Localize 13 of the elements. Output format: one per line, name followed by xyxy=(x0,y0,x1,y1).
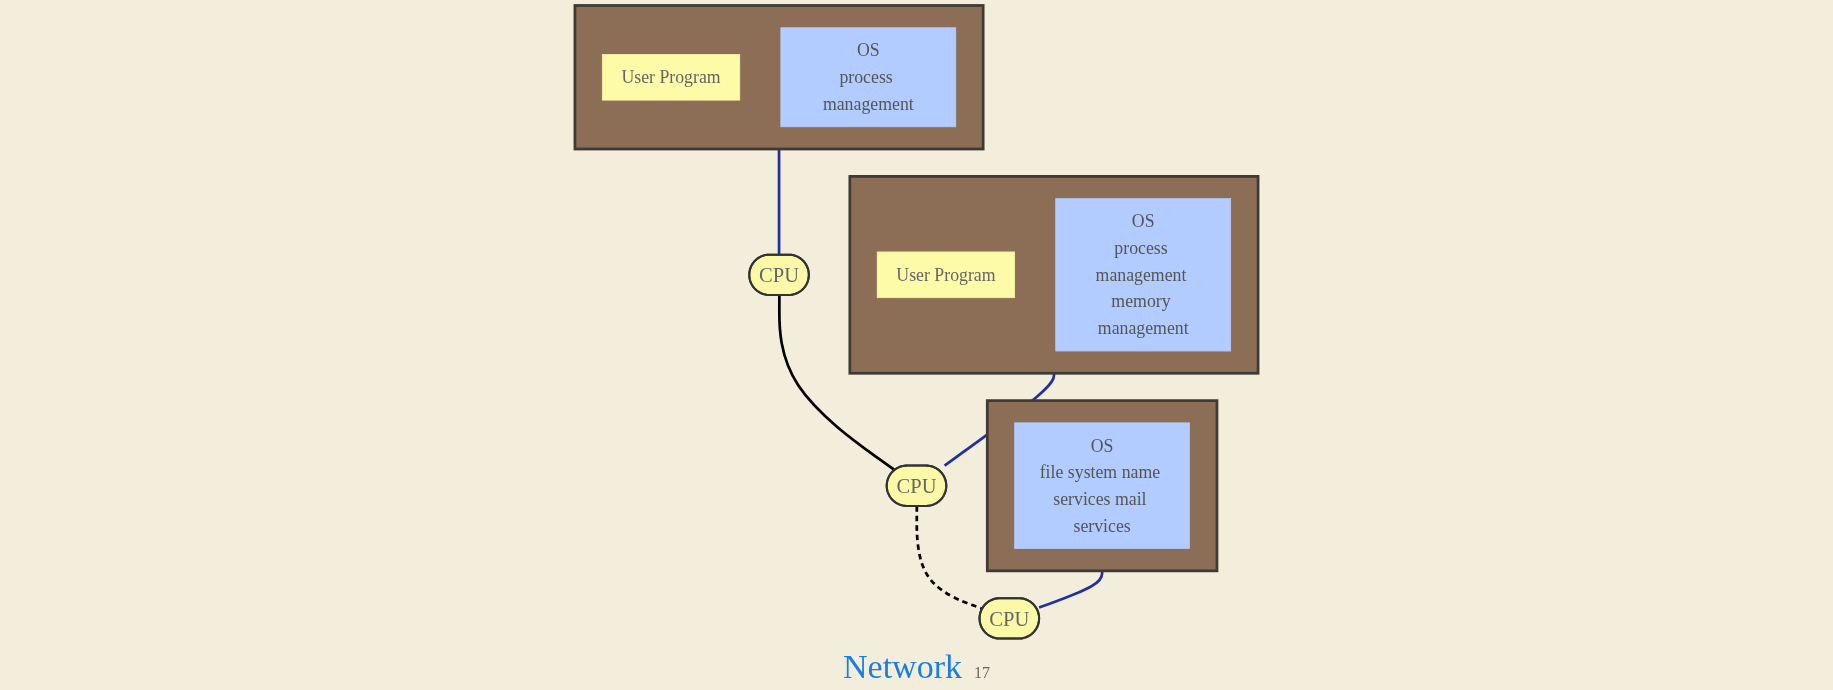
connector xyxy=(777,149,781,255)
network-label: Network xyxy=(843,648,962,686)
page-number: 17 xyxy=(974,664,990,682)
cluster xyxy=(848,175,1260,375)
node-box: OS file system name services mail services xyxy=(1014,422,1190,549)
connector xyxy=(1038,570,1104,609)
cluster xyxy=(985,399,1219,573)
cluster xyxy=(573,4,985,151)
node-box: User Program xyxy=(601,54,741,101)
node-box: User Program xyxy=(876,251,1016,299)
node-box: OS process management xyxy=(780,27,957,128)
connector xyxy=(777,295,896,472)
node-box: OS process management memory management xyxy=(1055,198,1232,352)
